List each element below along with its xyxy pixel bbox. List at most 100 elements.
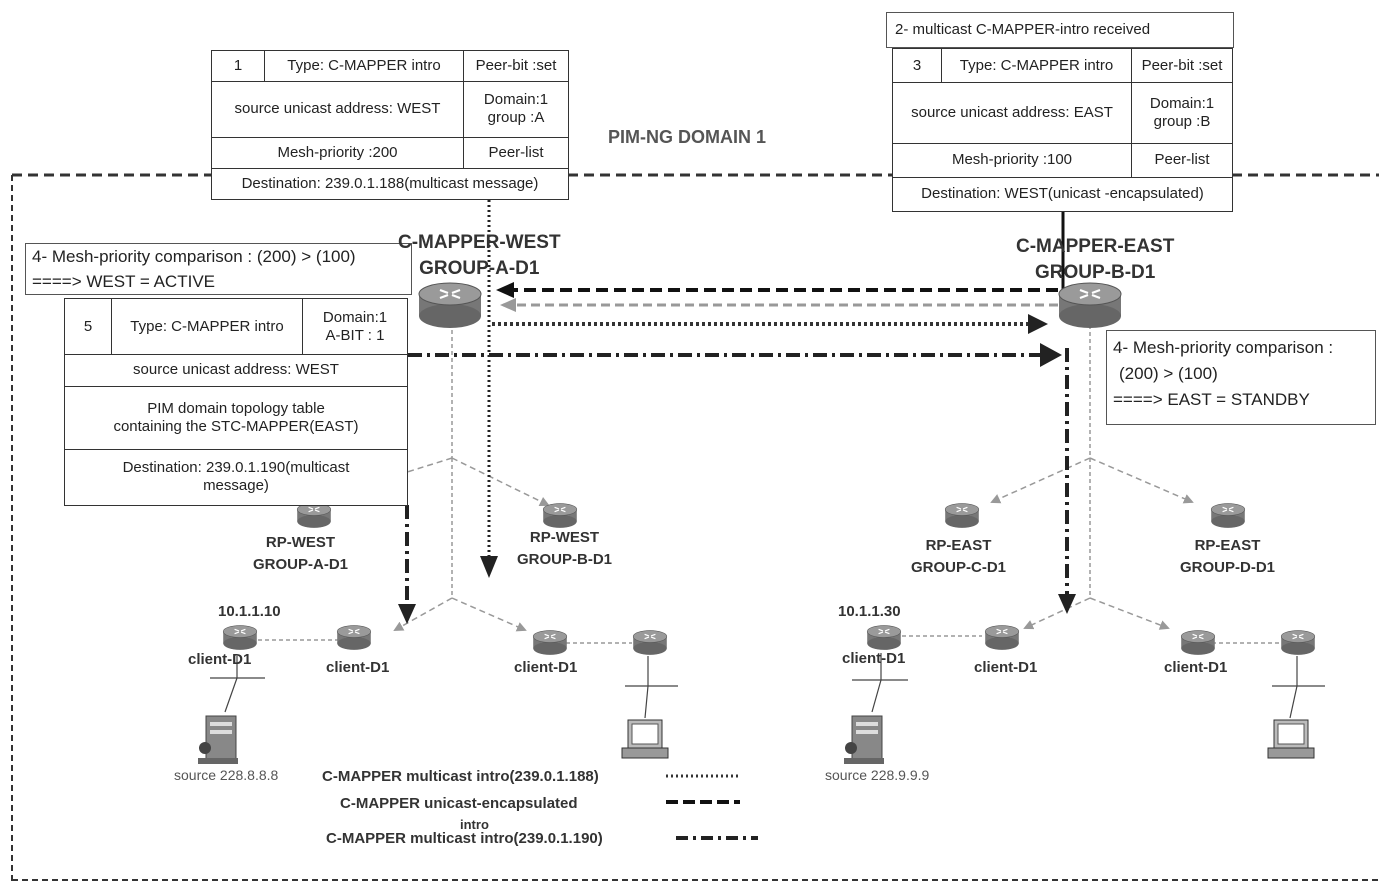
client-west-1-ip: 10.1.1.10 (218, 603, 281, 620)
legend-samples (666, 774, 758, 840)
domain-boundary (11, 173, 1379, 884)
msg3-mesh-priority: Mesh-priority :100 (892, 142, 1132, 178)
rp-east-c-router-icon (944, 503, 980, 529)
rp-east-d-label: RP-EAST GROUP-D-D1 (1180, 535, 1275, 579)
source-east-label: source 228.9.9.9 (825, 767, 930, 783)
message-3-table: 3 Type: C-MAPPER intro Peer-bit :set sou… (892, 47, 1233, 213)
rp-west-a-group: GROUP-A-D1 (253, 556, 349, 573)
msg5-domain-abit: Domain:1 A-BIT : 1 (302, 297, 408, 356)
client-east-1-label: client-D1 (842, 650, 906, 667)
msg3-step: 3 (892, 47, 942, 84)
client-east-1-ip: 10.1.1.30 (838, 603, 901, 620)
msg3-domain: Domain:1 (1149, 94, 1215, 112)
msg1-domain: Domain:1 (483, 91, 549, 109)
client-west-2-router-icon (336, 625, 372, 651)
mapper-west-group: GROUP-A-D1 (419, 258, 540, 279)
msg5-destination-line1: Destination: 239.0.1.190(multicast (122, 459, 350, 477)
client-east-4-router-icon (1280, 630, 1316, 656)
client-east-1-router-icon (866, 625, 902, 651)
legend-multicast-188: C-MAPPER multicast intro(239.0.1.188) (322, 768, 599, 785)
rp-west-b-name: RP-WEST (529, 529, 600, 546)
client-east-3-router-icon (1180, 630, 1216, 656)
mapper-west-router-icon (418, 282, 482, 330)
msg5-topology: PIM domain topology table containing the… (64, 385, 408, 450)
msg1-step: 1 (211, 49, 265, 83)
rp-east-c-group: GROUP-C-D1 (911, 559, 1007, 576)
msg3-source: source unicast address: EAST (892, 82, 1132, 144)
rp-west-b-group: GROUP-B-D1 (517, 551, 613, 568)
protocol-flows (398, 200, 1076, 624)
host-wiring (210, 653, 1325, 719)
mapper-east-name: C-MAPPER-EAST (1016, 236, 1175, 257)
workstation-east-icon (1267, 719, 1315, 759)
msg1-destination: Destination: 239.0.1.188(multicast messa… (211, 167, 569, 201)
msg3-group: group :B (1153, 112, 1211, 130)
compare-east-line3: ====> EAST = STANDBY (1113, 390, 1310, 409)
msg1-peer-bit: Peer-bit :set (463, 49, 569, 83)
rp-west-b-router-icon (542, 503, 578, 529)
legend-multicast-190: C-MAPPER multicast intro(239.0.1.190) (326, 830, 603, 847)
message-1-table: 1 Type: C-MAPPER intro Peer-bit :set sou… (211, 49, 569, 201)
workstation-west-icon (621, 719, 669, 759)
mapper-east-group: GROUP-B-D1 (1035, 262, 1156, 283)
message-5-table: 5 Type: C-MAPPER intro Domain:1 A-BIT : … (64, 297, 408, 507)
client-east-3-label: client-D1 (1164, 659, 1228, 676)
client-east-2-router-icon (984, 625, 1020, 651)
rp-west-a-router-icon (296, 503, 332, 529)
msg1-mesh-priority: Mesh-priority :200 (211, 136, 464, 169)
domain-label: PIM-NG DOMAIN 1 (608, 127, 767, 147)
compare-east-line2: (200) > (100) (1119, 364, 1218, 383)
rp-east-d-router-icon (1210, 503, 1246, 529)
server-west-icon (198, 715, 238, 764)
compare-east-box: 4- Mesh-priority comparison : (200) > (1… (1106, 330, 1376, 425)
rp-west-a-label: RP-WEST GROUP-A-D1 (253, 532, 348, 576)
msg3-peer-bit: Peer-bit :set (1131, 47, 1233, 84)
msg1-group: group :A (487, 109, 545, 127)
client-west-4-router-icon (632, 630, 668, 656)
rp-east-c-name: RP-EAST (925, 537, 992, 554)
compare-west-box: 4- Mesh-priority comparison : (200) > (1… (25, 243, 412, 295)
msg5-domain: Domain:1 (322, 308, 388, 326)
msg1-domain-group: Domain:1 group :A (463, 81, 569, 138)
client-west-2-label: client-D1 (326, 659, 390, 676)
legend-unicast-line2: intro (460, 817, 489, 832)
msg3-domain-group: Domain:1 group :B (1131, 82, 1233, 144)
compare-west-line1: 4- Mesh-priority comparison : (200) > (1… (32, 247, 356, 266)
compare-west-line2: ====> WEST = ACTIVE (32, 272, 215, 291)
server-east-icon (844, 715, 884, 764)
msg1-type: Type: C-MAPPER intro (264, 49, 464, 83)
compare-east-line1: 4- Mesh-priority comparison : (1113, 338, 1334, 357)
rp-east-d-group: GROUP-D-D1 (1180, 559, 1276, 576)
msg5-type: Type: C-MAPPER intro (111, 297, 303, 356)
mapper-east-router-icon (1058, 282, 1122, 330)
client-west-3-router-icon (532, 630, 568, 656)
mapper-east-label: C-MAPPER-EAST GROUP-B-D1 (1016, 234, 1174, 286)
client-west-3-label: client-D1 (514, 659, 578, 676)
msg5-destination-line2: message) (203, 477, 269, 495)
client-west-1-router-icon (222, 625, 258, 651)
mapper-west-label: C-MAPPER-WEST GROUP-A-D1 (398, 230, 561, 282)
received-banner: 2- multicast C-MAPPER-intro received (886, 12, 1234, 48)
msg3-type: Type: C-MAPPER intro (941, 47, 1132, 84)
mapper-west-name: C-MAPPER-WEST (398, 232, 561, 253)
rp-west-a-name: RP-WEST (265, 534, 336, 551)
msg5-a-bit: A-BIT : 1 (325, 326, 385, 344)
msg5-topology-line1: PIM domain topology table (147, 399, 325, 417)
msg5-source: source unicast address: WEST (64, 354, 408, 387)
client-west-1-label: client-D1 (188, 651, 252, 668)
msg5-topology-line2: containing the STC-MAPPER(EAST) (113, 417, 359, 435)
legend-unicast-line1: C-MAPPER unicast-encapsulated (340, 795, 578, 812)
msg5-step: 5 (64, 297, 112, 356)
msg3-peer-list: Peer-list (1131, 142, 1233, 178)
rp-east-d-name: RP-EAST (1194, 537, 1261, 554)
source-west-label: source 228.8.8.8 (174, 767, 279, 783)
msg1-source: source unicast address: WEST (211, 81, 464, 138)
client-east-2-label: client-D1 (974, 659, 1038, 676)
msg3-destination: Destination: WEST(unicast -encapsulated) (892, 176, 1233, 213)
msg1-peer-list: Peer-list (463, 136, 569, 169)
rp-west-b-label: RP-WEST GROUP-B-D1 (517, 527, 612, 571)
east-tree-links (902, 325, 1282, 644)
rp-east-c-label: RP-EAST GROUP-C-D1 (911, 535, 1006, 579)
msg5-destination: Destination: 239.0.1.190(multicast messa… (64, 448, 408, 507)
